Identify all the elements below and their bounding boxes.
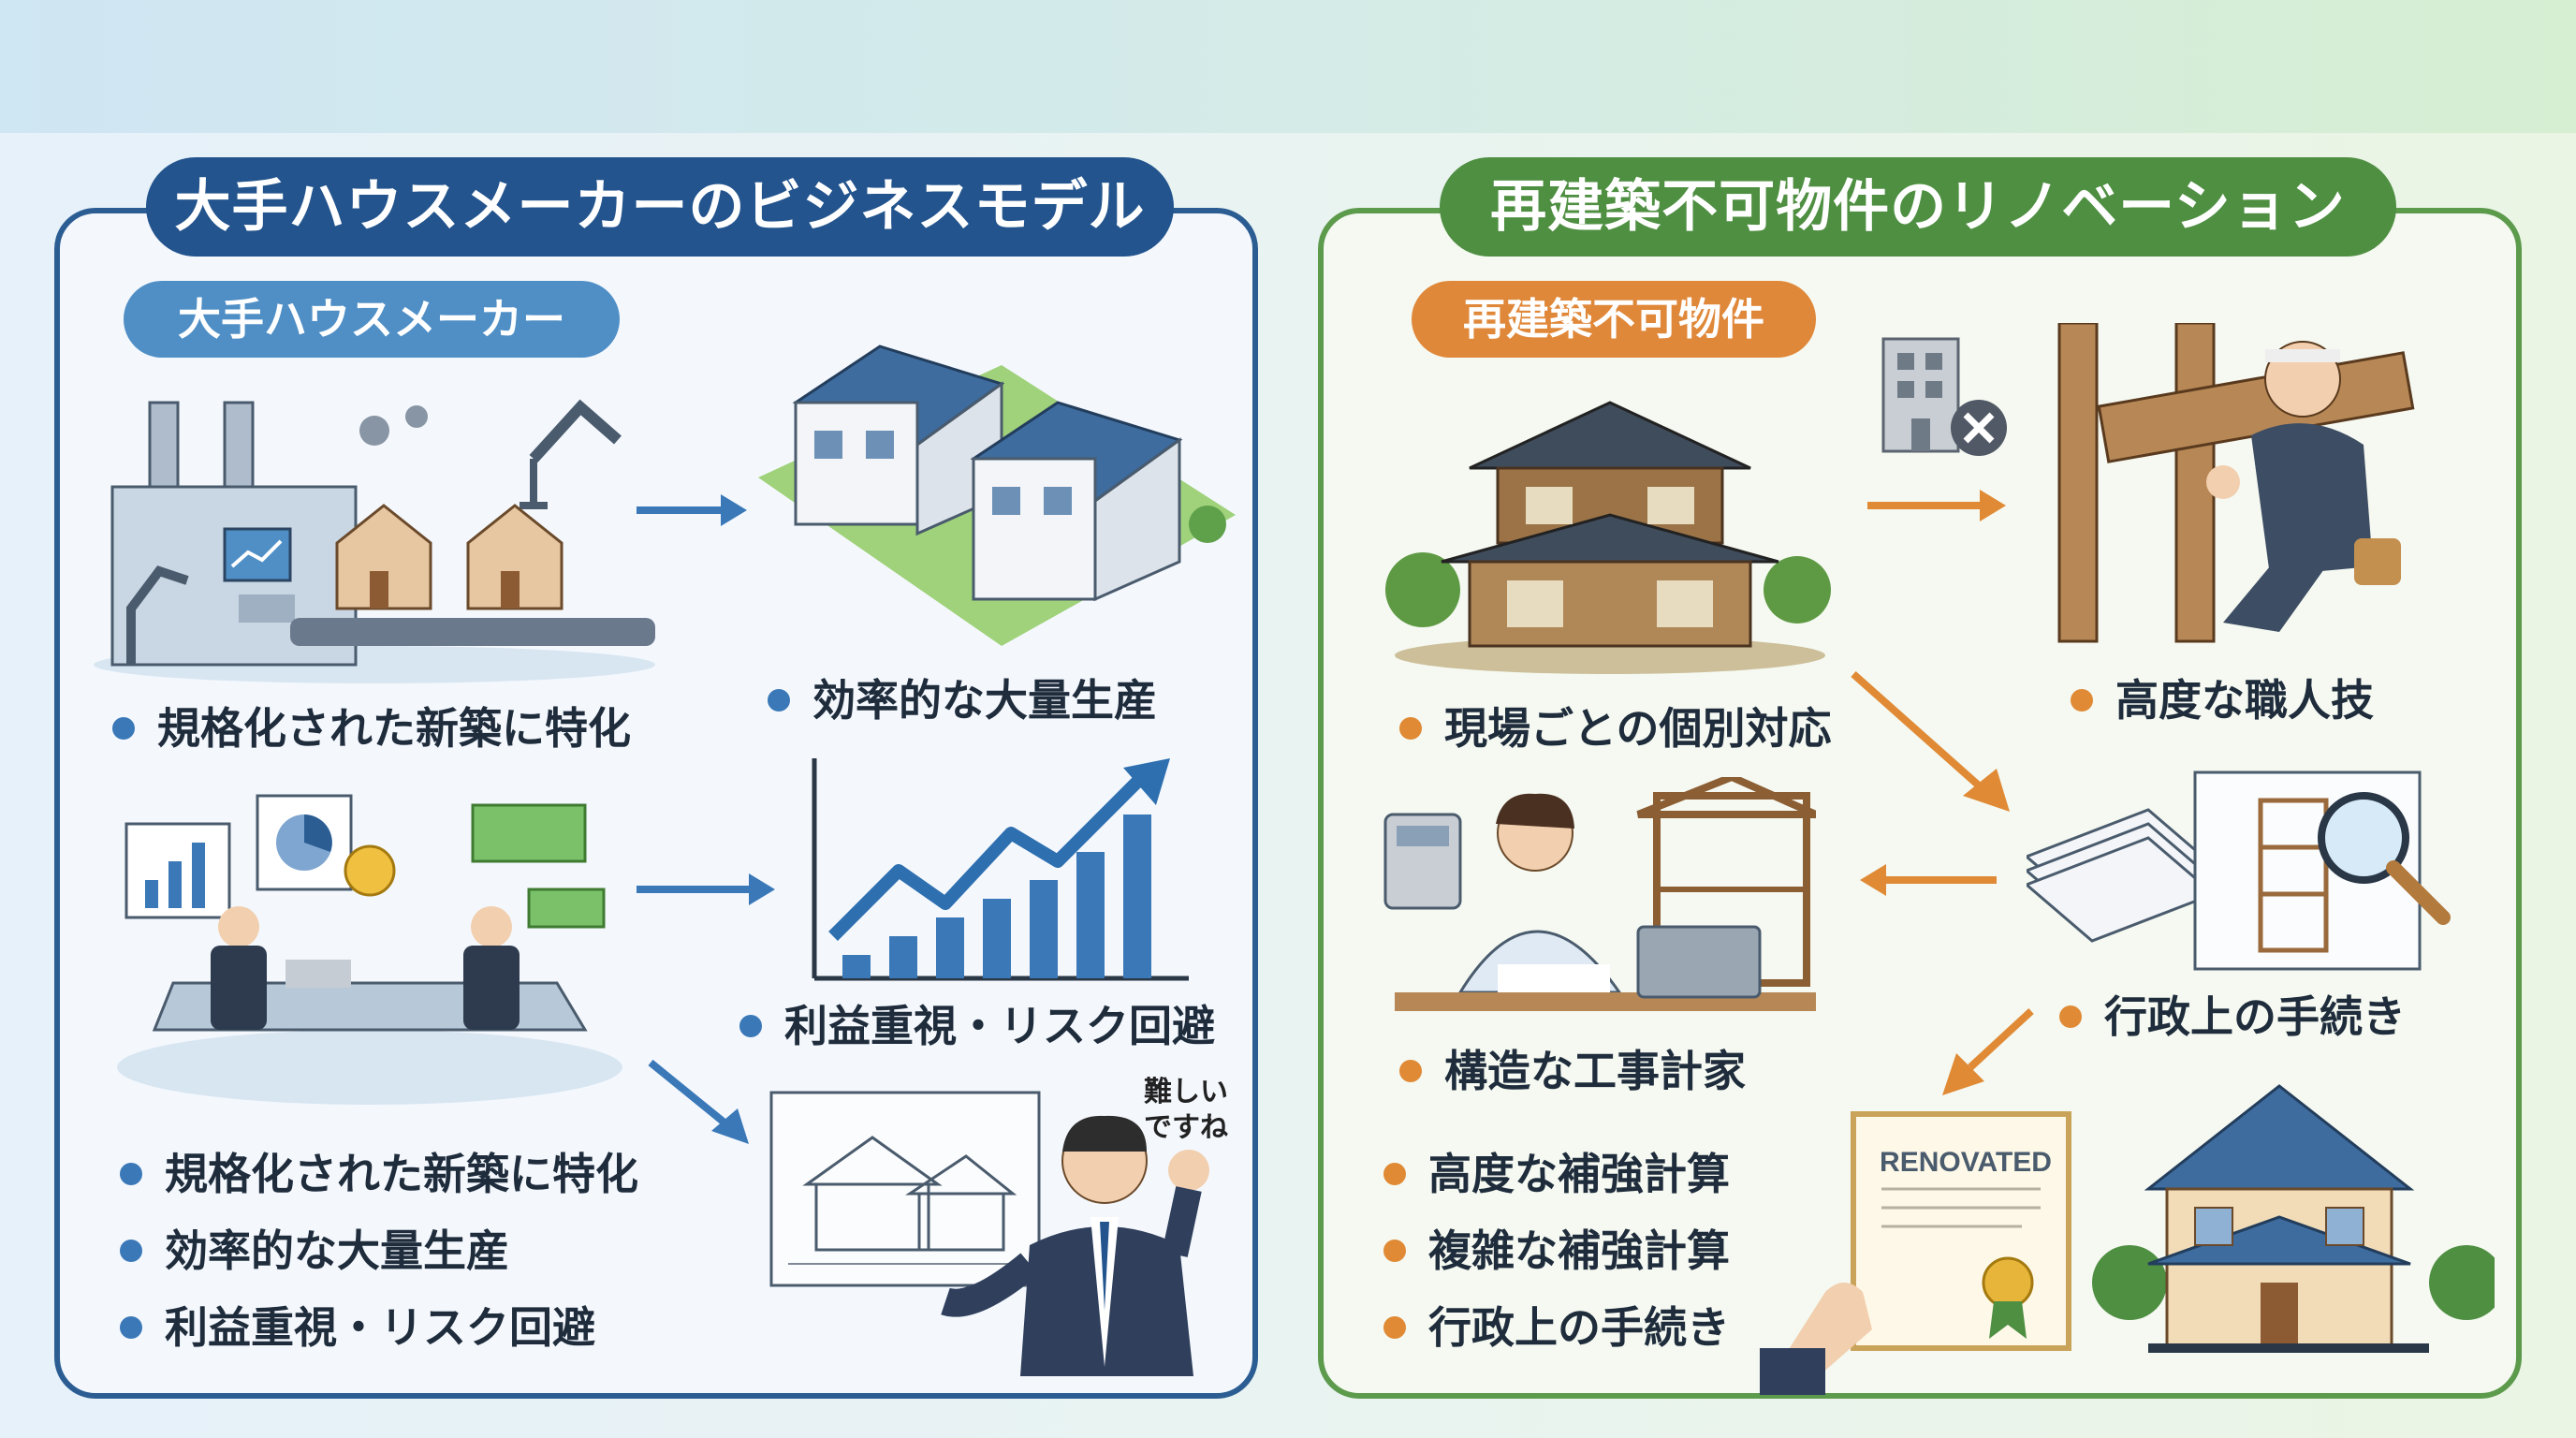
- right-caption-1: 現場ごとの個別対応: [1399, 698, 1832, 758]
- left-panel-subtitle: 大手ハウスメーカー: [124, 281, 620, 358]
- left-list-item-3: 利益重視・リスク回避: [120, 1298, 595, 1357]
- right-caption-2: 高度な職人技: [2071, 670, 2374, 730]
- left-list-item-2: 効率的な大量生産: [120, 1221, 509, 1281]
- bullet-dot: [120, 1315, 142, 1339]
- speech-text: 難しい ですね: [1144, 1076, 1228, 1144]
- documents-magnifier-icon: [2027, 770, 2451, 971]
- top-band: [0, 0, 2576, 133]
- houses-icon: [758, 345, 1236, 646]
- bullet-dot: [2071, 688, 2093, 712]
- arrow-diagonal: [1851, 671, 2010, 812]
- left-caption-3: 利益重視・リスク回避: [739, 996, 1215, 1056]
- certificate-icon: [1760, 1111, 2071, 1395]
- carpenter-icon: [2057, 323, 2415, 643]
- factory-icon: [94, 399, 655, 683]
- right-caption-3: 構造な工事計家: [1399, 1041, 1746, 1101]
- arrow-diagonal: [648, 1059, 749, 1144]
- bullet-dot: [120, 1162, 142, 1185]
- arrow-left: [1860, 864, 1997, 896]
- bullet-dot: [112, 716, 135, 740]
- bullet-dot: [1399, 716, 1422, 740]
- right-panel-subtitle: 再建築不可物件: [1412, 281, 1816, 358]
- arrow-right: [1867, 490, 2006, 521]
- arrow-right: [637, 494, 747, 526]
- right-list-item-3: 行政上の手続き: [1383, 1298, 1730, 1357]
- bullet-dot: [120, 1239, 142, 1262]
- bullet-dot: [768, 688, 790, 712]
- left-caption-1: 規格化された新築に特化: [112, 698, 631, 758]
- bullet-dot: [1383, 1162, 1406, 1185]
- right-caption-4: 行政上の手続き: [2059, 987, 2406, 1047]
- right-list-item-2: 複雑な補強計算: [1383, 1221, 1730, 1281]
- businessman-icon: [941, 1115, 1209, 1376]
- traditional-house-icon: [1385, 401, 1831, 674]
- bullet-dot: [1383, 1239, 1406, 1262]
- no-building-icon: [1881, 337, 2007, 456]
- right-list-item-1: 高度な補強計算: [1383, 1144, 1730, 1204]
- bullet-dot: [1399, 1059, 1422, 1082]
- growth-chart-icon: [812, 758, 1189, 981]
- left-panel-title: 大手ハウスメーカーのビジネスモデル: [146, 157, 1174, 257]
- arrow-right: [637, 873, 775, 905]
- left-list-item-1: 規格化された新築に特化: [120, 1144, 638, 1204]
- blueprint-icon: [769, 1091, 1041, 1287]
- left-caption-2: 効率的な大量生産: [768, 670, 1157, 730]
- right-panel-title: 再建築不可物件のリノベーション: [1440, 157, 2396, 257]
- business-meeting-icon: [117, 794, 622, 1105]
- bullet-dot: [2059, 1005, 2082, 1028]
- bullet-dot: [739, 1014, 762, 1037]
- certificate-label: RENOVATED: [1880, 1147, 2052, 1178]
- bullet-dot: [1383, 1315, 1406, 1339]
- arrow-diagonal: [1942, 1008, 2034, 1095]
- planner-icon: [1383, 777, 1816, 1011]
- renovated-house-icon: [2092, 1084, 2495, 1353]
